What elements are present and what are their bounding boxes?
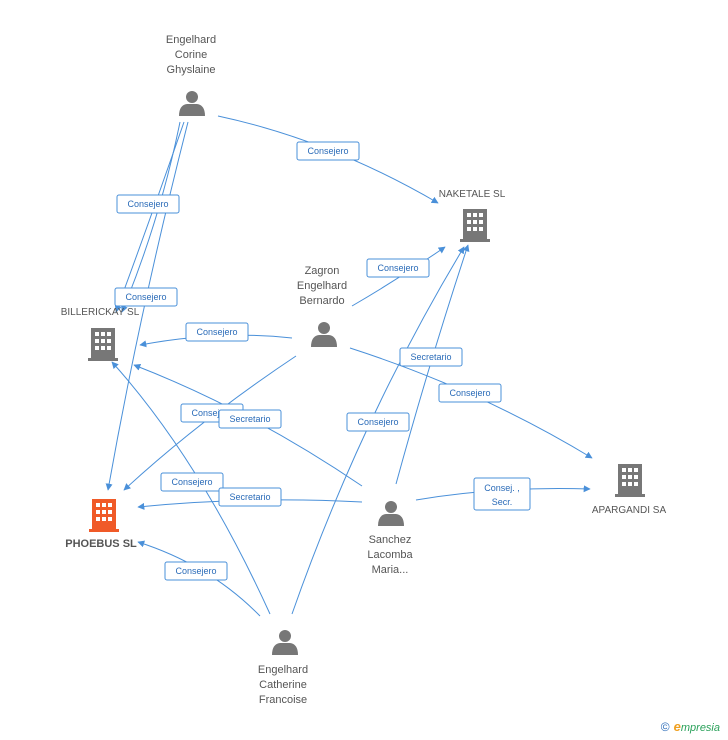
svg-text:Secretario: Secretario — [229, 492, 270, 502]
building-icon[interactable] — [615, 464, 645, 497]
node-label-zagron[interactable]: Zagron Engelhard Bernardo — [297, 264, 347, 309]
name-line: Corine — [174, 49, 208, 61]
building-icon[interactable] — [460, 209, 490, 242]
company-label-phoebus[interactable]: PHOEBUS SL — [65, 538, 137, 550]
svg-text:Consejero: Consejero — [196, 327, 237, 337]
building-icon-highlight[interactable] — [89, 499, 119, 532]
svg-text:Secr.: Secr. — [492, 497, 513, 507]
company-label-billerickay[interactable]: BILLERICKAY SL — [60, 307, 140, 318]
name-line: Maria... — [371, 564, 409, 576]
edge-zagron-apargandi[interactable] — [349, 347, 593, 459]
edge-label[interactable]: Consejero — [160, 472, 224, 492]
name-line: Engelhard — [165, 34, 217, 46]
company-icons — [88, 209, 645, 532]
company-label-apargandi[interactable]: APARGANDI SA — [591, 505, 667, 516]
edge-label[interactable]: Secretario — [218, 409, 282, 429]
person-icon[interactable] — [378, 501, 404, 526]
svg-text:Secretario: Secretario — [229, 414, 270, 424]
edge-label[interactable]: Consejero — [366, 258, 430, 278]
edge-label[interactable]: Consejero — [164, 561, 228, 581]
edge-label[interactable]: Consejero — [114, 287, 178, 307]
edge-label[interactable]: Consejero — [346, 412, 410, 432]
edge-label[interactable]: Secretario — [399, 347, 463, 367]
empresia-watermark: ©empresia — [661, 719, 720, 734]
edge-label[interactable]: Consejero — [296, 141, 360, 161]
brand-initial: e — [673, 719, 681, 734]
person-icon[interactable] — [311, 322, 337, 347]
svg-text:Consejero: Consejero — [307, 146, 348, 156]
svg-text:Consejero: Consejero — [449, 388, 490, 398]
edge-labels: Consejero Consejero Consejero Consejero … — [114, 141, 531, 581]
svg-text:Consejero: Consejero — [171, 477, 212, 487]
name-line: Ghyslaine — [166, 64, 216, 76]
svg-text:Consejero: Consejero — [175, 566, 216, 576]
company-label-naketale[interactable]: NAKETALE SL — [438, 189, 506, 200]
node-label-engelhard-corine[interactable]: Engelhard Corine Ghyslaine — [166, 33, 216, 78]
node-label-sanchez[interactable]: Sanchez Lacomba Maria... — [367, 533, 412, 578]
svg-text:Consejero: Consejero — [377, 263, 418, 273]
brand-name: mpresia — [680, 722, 720, 734]
person-icon[interactable] — [179, 91, 205, 116]
edge-corine-phoebus[interactable] — [105, 121, 189, 491]
svg-text:Secretario: Secretario — [410, 352, 451, 362]
svg-text:Consejero: Consejero — [191, 408, 232, 418]
svg-text:Consej. ,: Consej. , — [484, 483, 520, 493]
svg-text:Consejero: Consejero — [125, 292, 166, 302]
person-icons — [179, 91, 404, 655]
name-line: Francoise — [258, 694, 308, 706]
name-line: Bernardo — [299, 295, 345, 307]
edge-label[interactable]: Secretario — [218, 487, 282, 507]
name-line: Lacomba — [367, 549, 413, 561]
name-line: Engelhard — [257, 664, 309, 676]
edge-label[interactable]: Consejero — [185, 322, 249, 342]
node-label-engelhard-catherine[interactable]: Engelhard Catherine Francoise — [258, 663, 308, 708]
edge-label[interactable]: Consej. , Secr. — [473, 477, 531, 511]
building-icon[interactable] — [88, 328, 118, 361]
edge-label[interactable]: Consejero — [438, 383, 502, 403]
name-line: Zagron — [304, 265, 340, 277]
edge-label[interactable]: Consejero — [116, 194, 180, 214]
svg-text:Consejero: Consejero — [127, 199, 168, 209]
svg-text:Consejero: Consejero — [357, 417, 398, 427]
edges — [105, 115, 593, 617]
copyright-symbol: © — [660, 720, 670, 734]
name-line: Sanchez — [368, 534, 412, 546]
person-icon[interactable] — [272, 630, 298, 655]
name-line: Engelhard — [296, 280, 348, 292]
name-line: Catherine — [259, 679, 307, 691]
